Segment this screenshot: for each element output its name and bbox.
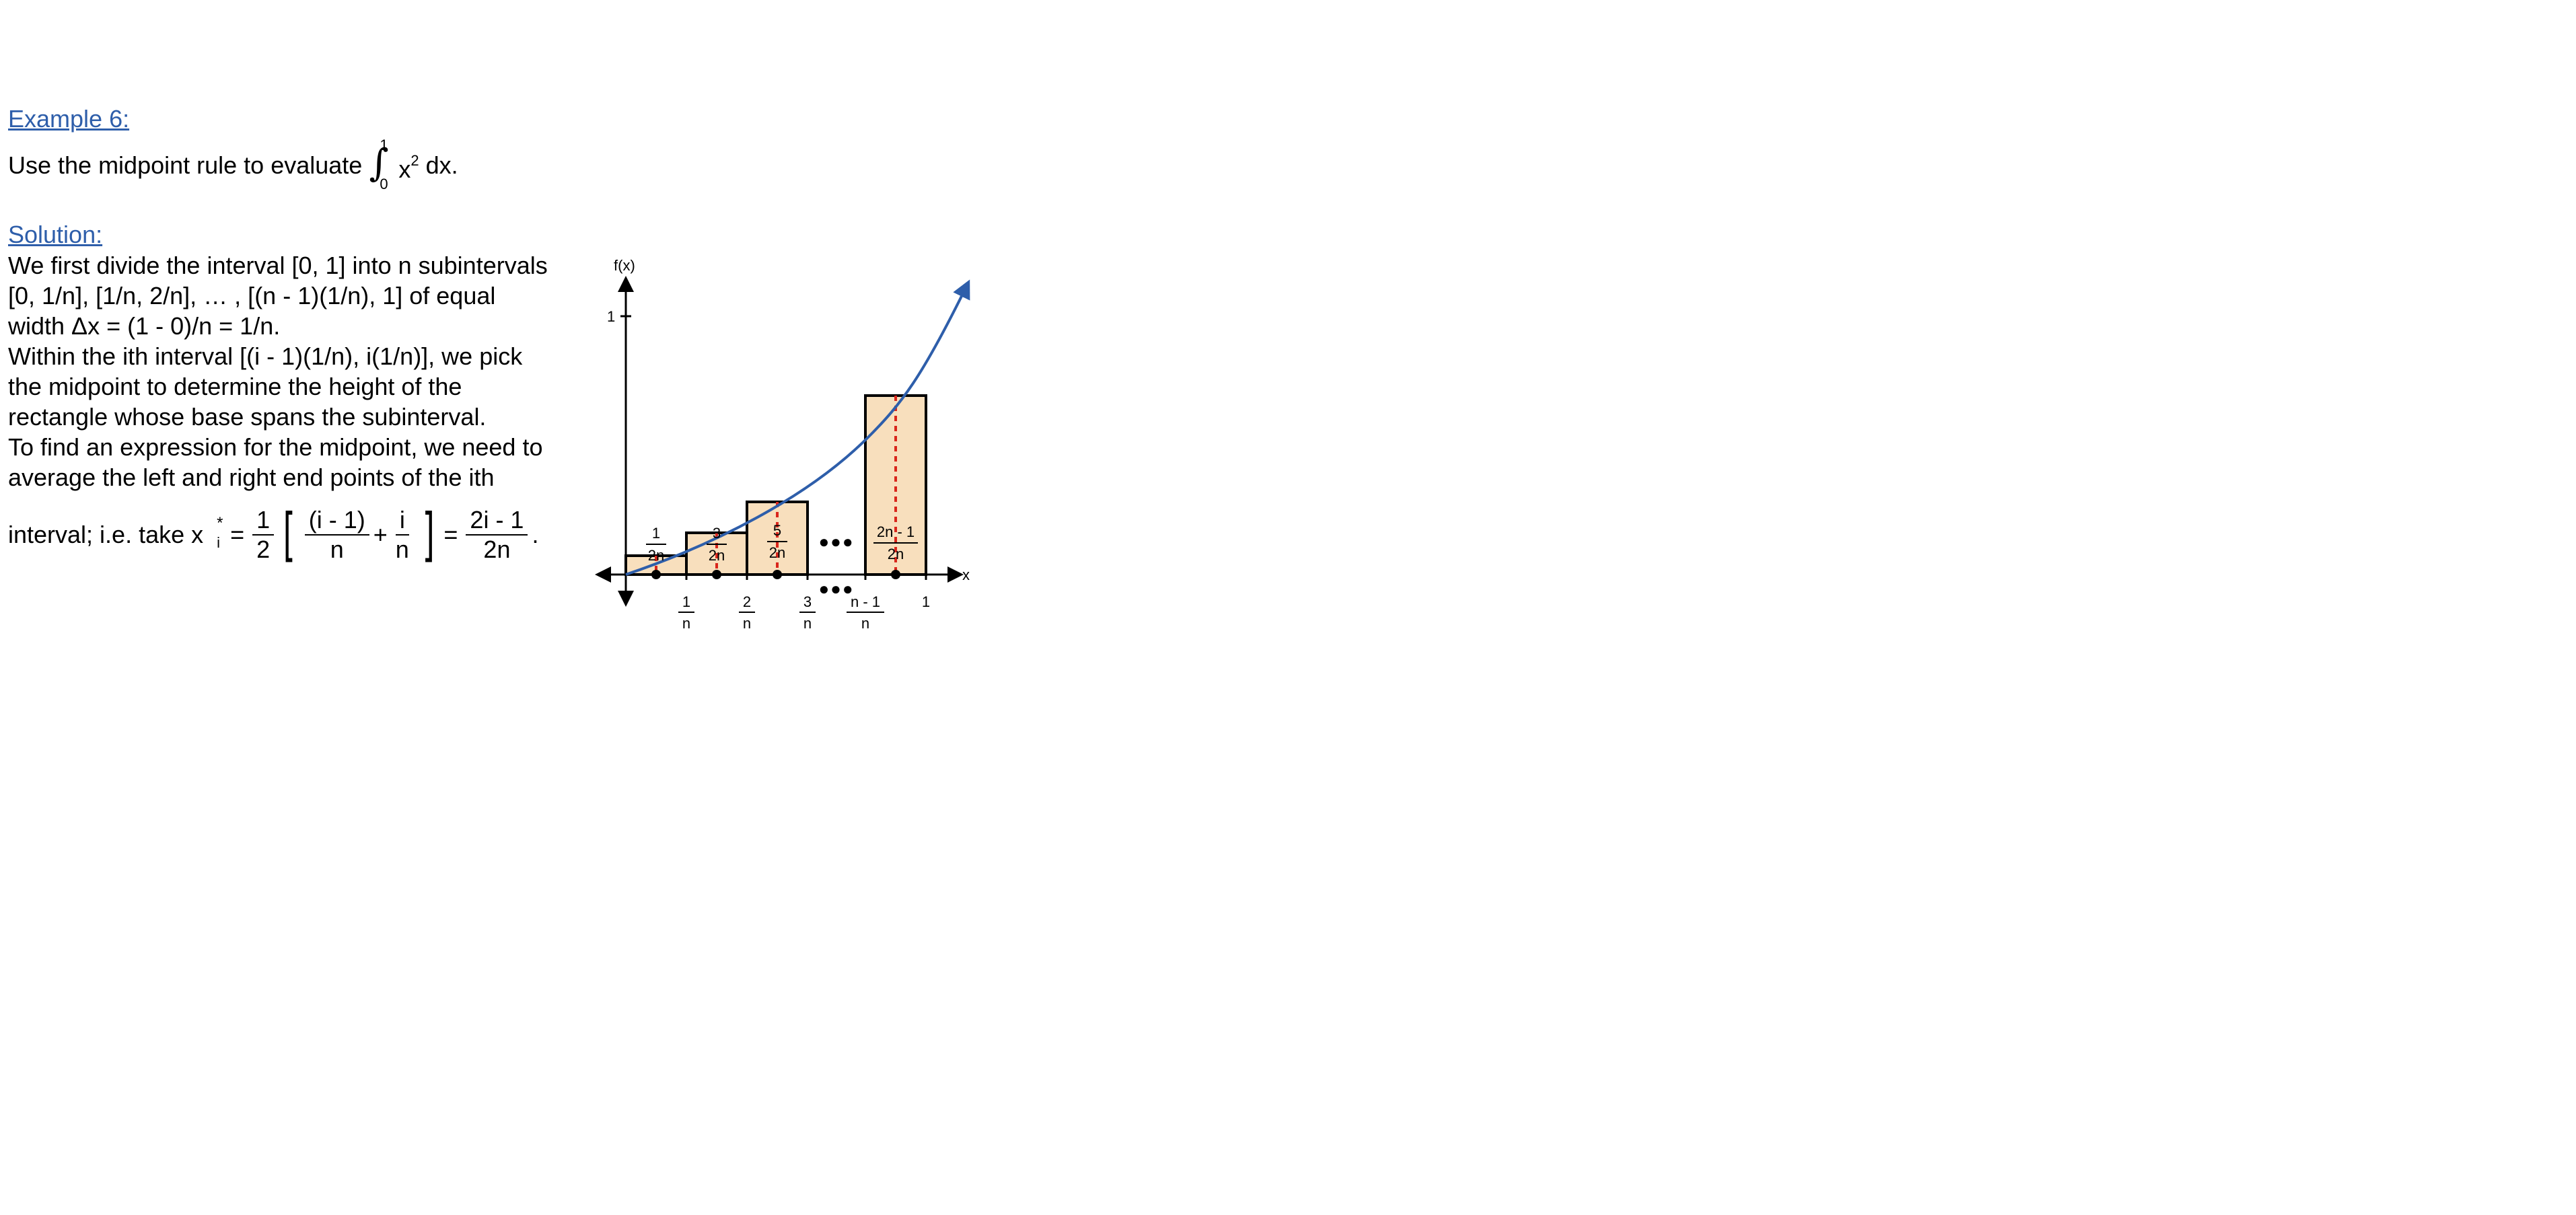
- equals-sign-2: =: [443, 521, 458, 548]
- formula-prefix: interval; i.e. take x: [8, 521, 204, 548]
- problem-suffix: dx.: [419, 151, 458, 179]
- midpoint-formula: interval; i.e. take x i * = 1 2 [ (i - 1…: [8, 498, 538, 572]
- x-tick-label-2: 2 n: [739, 593, 755, 632]
- svg-text:n: n: [803, 615, 812, 632]
- y-tick-label: 1: [607, 308, 615, 325]
- curve-x-squared: [625, 279, 970, 576]
- svg-text:n: n: [743, 615, 751, 632]
- integral-upper-limit: 1: [380, 137, 388, 153]
- svg-text:1: 1: [652, 525, 660, 542]
- x-tick-label-3: 3 n: [799, 593, 816, 632]
- y-axis-label: f(x): [614, 257, 635, 274]
- solution-line: average the left and right end points of…: [8, 464, 495, 491]
- solution-line: width Δx = (1 - 0)/n = 1/n.: [8, 312, 281, 340]
- solution-heading: Solution:: [8, 221, 103, 248]
- x-tick-label-1: 1 n: [678, 593, 694, 632]
- integrand-power: 2: [410, 152, 419, 169]
- half-fraction: 1 2: [252, 506, 275, 564]
- solution-line: the midpoint to determine the height of …: [8, 373, 462, 400]
- midpoint-dot: [891, 570, 900, 579]
- problem-prefix: Use the midpoint rule to evaluate: [8, 151, 363, 179]
- midpoint-dot: [712, 570, 721, 579]
- period: .: [532, 521, 539, 548]
- integrand: x2: [398, 152, 419, 183]
- svg-text:5: 5: [773, 522, 781, 539]
- svg-text:n - 1: n - 1: [851, 593, 880, 610]
- left-bracket: [: [283, 501, 296, 568]
- x-tick-label-n-minus-1: n - 1 n: [847, 593, 884, 632]
- svg-text:3: 3: [713, 525, 721, 542]
- integral-sign: ∫ 1 0: [369, 137, 389, 192]
- right-bracket: ]: [422, 501, 435, 568]
- svg-text:2: 2: [743, 593, 751, 610]
- equals-sign: =: [230, 521, 245, 548]
- term1-fraction: (i - 1) n: [304, 506, 369, 564]
- svg-text:2n - 1: 2n - 1: [877, 523, 915, 540]
- solution-line: We first divide the interval [0, 1] into…: [8, 252, 548, 279]
- svg-text:1: 1: [682, 593, 690, 610]
- svg-text:3: 3: [803, 593, 812, 610]
- svg-text:2n: 2n: [709, 547, 725, 564]
- ellipsis-lower: ●●●: [818, 579, 854, 599]
- midpoint-rule-diagram: 1 f(x) x 1 2n 3 2n 5 2n 2n - 1 2n ●●● ●●…: [595, 257, 970, 632]
- x-tick-label-1-end: 1: [922, 593, 930, 610]
- xi-star-symbol: i *: [203, 514, 226, 552]
- svg-text:2n: 2n: [769, 544, 785, 561]
- midpoint-label-n: 2n - 1 2n: [873, 523, 918, 562]
- midpoint-dot: [773, 570, 782, 579]
- midpoint-label-1: 1 2n: [646, 525, 666, 564]
- result-fraction: 2i - 1 2n: [466, 506, 528, 564]
- solution-line: To find an expression for the midpoint, …: [8, 433, 543, 461]
- solution-line: Within the ith interval [(i - 1)(1/n), i…: [8, 342, 523, 370]
- solution-line: [0, 1/n], [1/n, 2/n], … , [(n - 1)(1/n),…: [8, 282, 496, 309]
- midpoint-label-2: 3 2n: [707, 525, 727, 564]
- example-heading: Example 6:: [8, 105, 130, 133]
- svg-text:n: n: [861, 615, 869, 632]
- x-axis-label: x: [962, 566, 970, 583]
- svg-text:2n: 2n: [648, 547, 664, 564]
- integral-lower-limit: 0: [380, 176, 388, 192]
- svg-text:2n: 2n: [888, 546, 904, 562]
- solution-line: rectangle whose base spans the subinterv…: [8, 403, 487, 431]
- midpoint-dot: [651, 570, 661, 579]
- ellipsis-upper: ●●●: [818, 531, 854, 552]
- xi-subscript: i: [217, 534, 221, 551]
- problem-statement: Use the midpoint rule to evaluate ∫ 1 0 …: [8, 135, 458, 195]
- svg-text:n: n: [682, 615, 690, 632]
- xi-superscript: *: [217, 514, 223, 532]
- midpoint-label-3: 5 2n: [767, 522, 787, 561]
- plus-sign: +: [373, 521, 388, 548]
- term2-fraction: i n: [395, 506, 409, 563]
